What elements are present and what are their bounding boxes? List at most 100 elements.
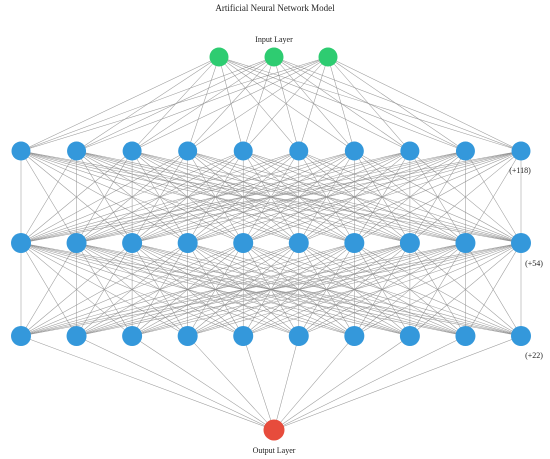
input-node-2 [318, 47, 338, 67]
edge-input-2-to-hidden1-5 [298, 56, 329, 152]
edge-hidden1-9-to-hidden2-6 [354, 150, 522, 244]
input-node-1 [264, 47, 284, 67]
edge-hidden3-4-to-output-0 [242, 335, 275, 431]
edge-input-2-to-hidden1-2 [131, 56, 329, 152]
hidden3-node-0 [11, 326, 31, 346]
edge-input-0-to-hidden1-0 [20, 56, 220, 152]
edge-input-1-to-hidden1-8 [273, 56, 466, 152]
edge-input-2-to-hidden1-3 [187, 56, 329, 152]
edge-hidden2-9-to-hidden3-7 [409, 242, 522, 337]
edge-input-1-to-hidden1-6 [273, 56, 355, 152]
edge-hidden3-7-to-output-0 [273, 335, 411, 431]
edge-hidden2-9-to-hidden3-5 [298, 242, 522, 337]
hidden3-node-6 [344, 326, 365, 346]
edge-hidden1-9-to-hidden2-8 [465, 150, 522, 244]
hidden1-node-4 [233, 141, 253, 161]
edge-hidden2-9-to-hidden3-6 [354, 242, 522, 337]
edge-hidden2-4-to-hidden3-0 [20, 242, 244, 337]
hidden1-node-9 [511, 141, 531, 161]
edge-hidden1-9-to-hidden2-0 [20, 150, 522, 244]
edge-input-1-to-hidden1-3 [187, 56, 275, 152]
edge-hidden3-6-to-output-0 [273, 335, 355, 431]
edge-hidden2-9-to-hidden3-3 [187, 242, 522, 337]
edge-hidden2-9-to-hidden3-0 [20, 242, 522, 337]
edge-hidden1-9-to-hidden2-3 [187, 150, 522, 244]
input-layer-label: Input Layer [255, 35, 293, 44]
edge-input-1-to-hidden1-5 [273, 56, 300, 152]
hidden1-node-3 [178, 141, 198, 161]
edge-hidden2-9-to-hidden3-2 [132, 242, 522, 337]
edge-hidden2-6-to-hidden3-0 [20, 242, 355, 337]
edge-hidden1-9-to-hidden2-4 [243, 150, 522, 244]
connection-edges [20, 56, 522, 431]
edge-input-2-to-hidden1-6 [327, 56, 355, 152]
edge-hidden1-8-to-hidden2-0 [20, 150, 466, 244]
hidden1-node-7 [400, 141, 420, 161]
edge-hidden2-9-to-hidden3-1 [76, 242, 522, 337]
hidden2-node-6 [344, 233, 365, 253]
edge-hidden3-9-to-output-0 [273, 335, 522, 431]
hidden3-node-8 [455, 326, 476, 346]
hidden-layer-2-extra-count: (+54) [525, 259, 543, 268]
edge-hidden2-7-to-hidden3-0 [20, 242, 410, 337]
output-layer-label: Output Layer [253, 446, 296, 455]
hidden2-node-2 [122, 233, 143, 253]
edge-hidden1-6-to-hidden2-0 [20, 150, 355, 244]
hidden2-node-7 [399, 233, 420, 253]
edge-hidden3-3-to-output-0 [187, 335, 275, 431]
edge-hidden2-3-to-hidden3-0 [20, 242, 188, 337]
edge-hidden1-9-to-hidden2-2 [132, 150, 522, 244]
neuron-nodes [11, 47, 531, 441]
hidden1-node-6 [344, 141, 364, 161]
hidden-layer-1-extra-count: (+118) [509, 166, 531, 175]
edge-hidden1-3-to-hidden2-0 [20, 150, 188, 244]
hidden1-node-5 [289, 141, 309, 161]
edge-input-2-to-hidden1-1 [76, 56, 329, 152]
edge-hidden3-1-to-output-0 [76, 335, 275, 431]
edge-hidden2-8-to-hidden3-0 [20, 242, 466, 337]
edge-hidden2-1-to-hidden3-0 [20, 242, 77, 337]
edge-hidden2-2-to-hidden3-0 [20, 242, 133, 337]
hidden3-node-9 [511, 326, 531, 346]
edge-hidden1-9-to-hidden2-5 [298, 150, 522, 244]
hidden2-node-1 [66, 233, 87, 253]
hidden1-node-8 [455, 141, 475, 161]
hidden2-node-9 [511, 233, 531, 253]
edge-hidden1-5-to-hidden2-0 [20, 150, 299, 244]
input-node-0 [209, 47, 229, 67]
hidden1-node-2 [122, 141, 142, 161]
hidden3-node-3 [177, 326, 198, 346]
hidden2-node-4 [233, 233, 254, 253]
edge-hidden3-2-to-output-0 [131, 335, 275, 431]
hidden3-node-5 [288, 326, 309, 346]
edge-input-2-to-hidden1-4 [243, 56, 329, 152]
edge-input-2-to-hidden1-8 [327, 56, 466, 152]
hidden1-node-1 [67, 141, 87, 161]
hidden3-node-7 [399, 326, 420, 346]
hidden2-node-0 [11, 233, 31, 253]
edge-input-1-to-hidden1-4 [242, 56, 275, 152]
edge-hidden1-7-to-hidden2-0 [20, 150, 410, 244]
edge-hidden1-2-to-hidden2-0 [20, 150, 133, 244]
edge-input-2-to-hidden1-7 [327, 56, 411, 152]
edge-hidden2-9-to-hidden3-4 [243, 242, 522, 337]
edge-hidden1-9-to-hidden2-7 [409, 150, 522, 244]
edge-hidden1-4-to-hidden2-0 [20, 150, 244, 244]
edge-hidden3-5-to-output-0 [273, 335, 300, 431]
hidden1-node-0 [11, 141, 31, 161]
edge-hidden3-8-to-output-0 [273, 335, 466, 431]
hidden2-node-8 [455, 233, 476, 253]
output-node-0 [263, 419, 285, 441]
hidden3-node-1 [66, 326, 87, 346]
hidden3-node-2 [122, 326, 143, 346]
hidden2-node-5 [288, 233, 309, 253]
edge-input-1-to-hidden1-0 [20, 56, 275, 152]
edge-hidden2-5-to-hidden3-0 [20, 242, 299, 337]
edge-hidden1-1-to-hidden2-0 [20, 150, 77, 244]
diagram-title: Artificial Neural Network Model [215, 3, 335, 13]
edge-input-1-to-hidden1-9 [273, 56, 522, 152]
edge-hidden2-9-to-hidden3-8 [465, 242, 522, 337]
edge-input-2-to-hidden1-9 [327, 56, 522, 152]
edge-hidden1-9-to-hidden2-1 [76, 150, 522, 244]
